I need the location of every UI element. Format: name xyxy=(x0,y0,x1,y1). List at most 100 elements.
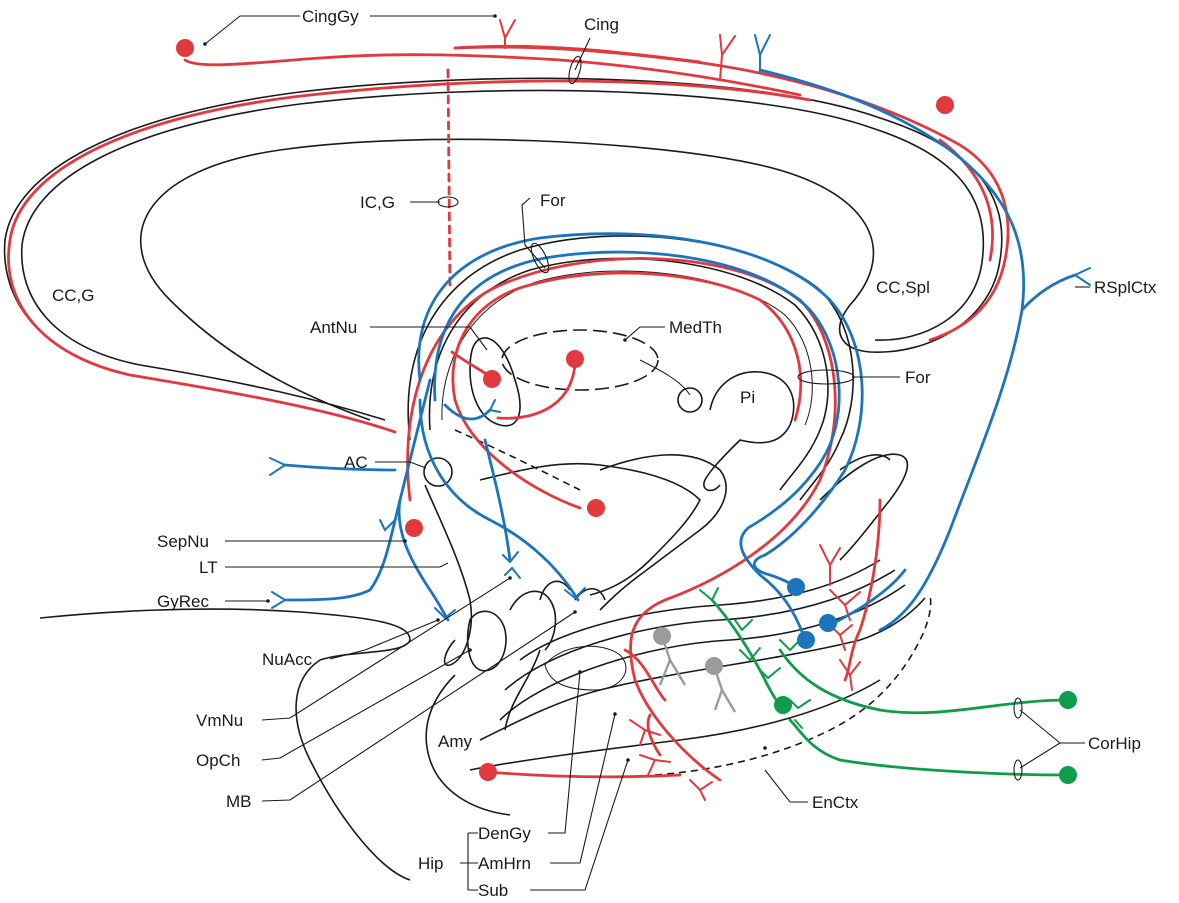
label-mb: MB xyxy=(226,792,252,811)
brain-outlines xyxy=(5,78,1002,880)
label-icg: IC,G xyxy=(360,193,395,212)
leader-cinggy-dot-b xyxy=(493,14,497,18)
leader-hip-bracket xyxy=(460,833,478,890)
label-ccspl: CC,Spl xyxy=(876,278,930,297)
red-return-fiber xyxy=(845,500,880,680)
label-opch: OpCh xyxy=(196,751,240,770)
blue-retrosplenial-fiber xyxy=(760,70,1024,630)
label-for-top: For xyxy=(540,191,566,210)
leader-ac xyxy=(375,462,426,468)
leader-vmnu-dot xyxy=(508,576,512,580)
fornix-mid xyxy=(442,271,812,425)
ventral-surface xyxy=(40,609,410,880)
leader-enctx xyxy=(765,770,808,802)
leader-enctx-dot xyxy=(763,746,767,750)
pineal-stalk xyxy=(678,388,702,412)
label-for-right: For xyxy=(905,368,931,387)
septum-outline xyxy=(425,485,471,665)
hippocampus-band-2 xyxy=(505,570,895,690)
leader-dengy-dot xyxy=(578,670,582,674)
cell-bodies xyxy=(176,39,1077,784)
hippocampus-tail xyxy=(820,454,907,560)
blue-branch-to-mb xyxy=(485,440,510,560)
label-rsplctx: RSplCtx xyxy=(1094,278,1157,297)
blue-cell-c xyxy=(819,614,837,632)
leader-for-right-ring xyxy=(798,370,854,384)
red-cell-cinggy xyxy=(176,39,194,57)
leader-mb-dot xyxy=(573,610,577,614)
blue-pathway xyxy=(270,35,1090,640)
leader-opch-dot xyxy=(468,648,472,652)
label-sub: Sub xyxy=(478,881,508,900)
leader-sub-dot xyxy=(626,758,630,762)
leader-corhip-ring-a xyxy=(1014,698,1022,718)
label-sepnu: SepNu xyxy=(157,532,209,551)
thalamus-lower xyxy=(480,464,700,595)
label-cinggy: CingGy xyxy=(302,7,359,26)
red-pathway xyxy=(9,20,1009,800)
leader-amhrn-dot xyxy=(613,712,617,716)
leader-nuacc-dot xyxy=(436,618,440,622)
red-cell-medth xyxy=(566,350,584,368)
leader-gyrec-dot xyxy=(266,599,270,603)
label-nuacc: NuAcc xyxy=(262,650,313,669)
red-cell-fornix xyxy=(587,499,605,517)
hippocampus-band-1 xyxy=(520,560,880,660)
leader-corhip-ring-b xyxy=(1014,760,1022,780)
label-antnu: AntNu xyxy=(310,318,357,337)
red-cell-amygdala xyxy=(479,763,497,781)
blue-rspl-branch xyxy=(1022,275,1075,310)
leader-cinggy-dot-a xyxy=(203,42,207,46)
dentate-gyrus-outline xyxy=(545,646,626,690)
leader-cing xyxy=(575,38,590,70)
dashed-thalamic-boundary xyxy=(455,430,580,490)
green-cell-corhip-lower xyxy=(1059,766,1077,784)
mammillary-outline xyxy=(510,591,555,650)
leader-corhip xyxy=(1020,710,1085,768)
red-posterior-descending xyxy=(940,140,993,260)
label-amhrn: AmHrn xyxy=(478,854,531,873)
red-cell-posterior xyxy=(936,96,954,114)
label-enctx: EnCtx xyxy=(812,793,859,812)
blue-cell-b xyxy=(797,631,815,649)
blue-branch-to-thalamus xyxy=(445,405,490,419)
red-cingulum-fiber-lower xyxy=(455,46,700,62)
gray-cell-b xyxy=(705,657,723,675)
gray-cell-a xyxy=(653,627,671,645)
red-dashed-cingulum-connector xyxy=(448,70,450,290)
red-entorhinal-fiber xyxy=(488,772,680,777)
label-lt: LT xyxy=(199,558,218,577)
blue-nuacc-fiber xyxy=(399,500,448,620)
green-cell-hippocampal xyxy=(774,696,792,714)
label-vmnu: VmNu xyxy=(196,711,243,730)
leader-dengy xyxy=(548,672,580,833)
red-cell-antnu xyxy=(483,370,501,388)
green-cell-corhip-upper xyxy=(1059,691,1077,709)
leader-amhrn xyxy=(550,714,615,863)
red-cell-septal xyxy=(405,519,423,537)
leader-antnu xyxy=(370,327,487,350)
red-cingulum-fiber-top xyxy=(185,55,800,95)
leader-sepnu-dot xyxy=(403,539,407,543)
label-medth: MedTh xyxy=(669,318,722,337)
red-fornix-loop xyxy=(408,258,836,780)
leader-lines xyxy=(203,14,1090,890)
blue-branch-to-ac xyxy=(285,465,395,470)
label-pi: Pi xyxy=(740,388,755,407)
label-cing: Cing xyxy=(584,15,619,34)
green-corhip-upper xyxy=(780,650,1068,713)
label-amy: Amy xyxy=(438,732,473,751)
label-hip: Hip xyxy=(418,854,444,873)
hippocampus-lower-b xyxy=(470,680,880,770)
leader-sub xyxy=(530,760,628,890)
label-ccg: CC,G xyxy=(52,286,95,305)
blue-cell-a xyxy=(787,578,805,596)
leader-medth-dot xyxy=(623,338,627,342)
labels: CingGy Cing IC,G For CC,G CC,Spl RSplCtx… xyxy=(52,7,1157,900)
red-terminal-branches xyxy=(500,20,860,800)
leader-nuacc xyxy=(330,620,438,659)
leader-medth xyxy=(625,327,665,340)
label-corhip: CorHip xyxy=(1088,734,1141,753)
label-gyrec: GyRec xyxy=(157,592,209,611)
